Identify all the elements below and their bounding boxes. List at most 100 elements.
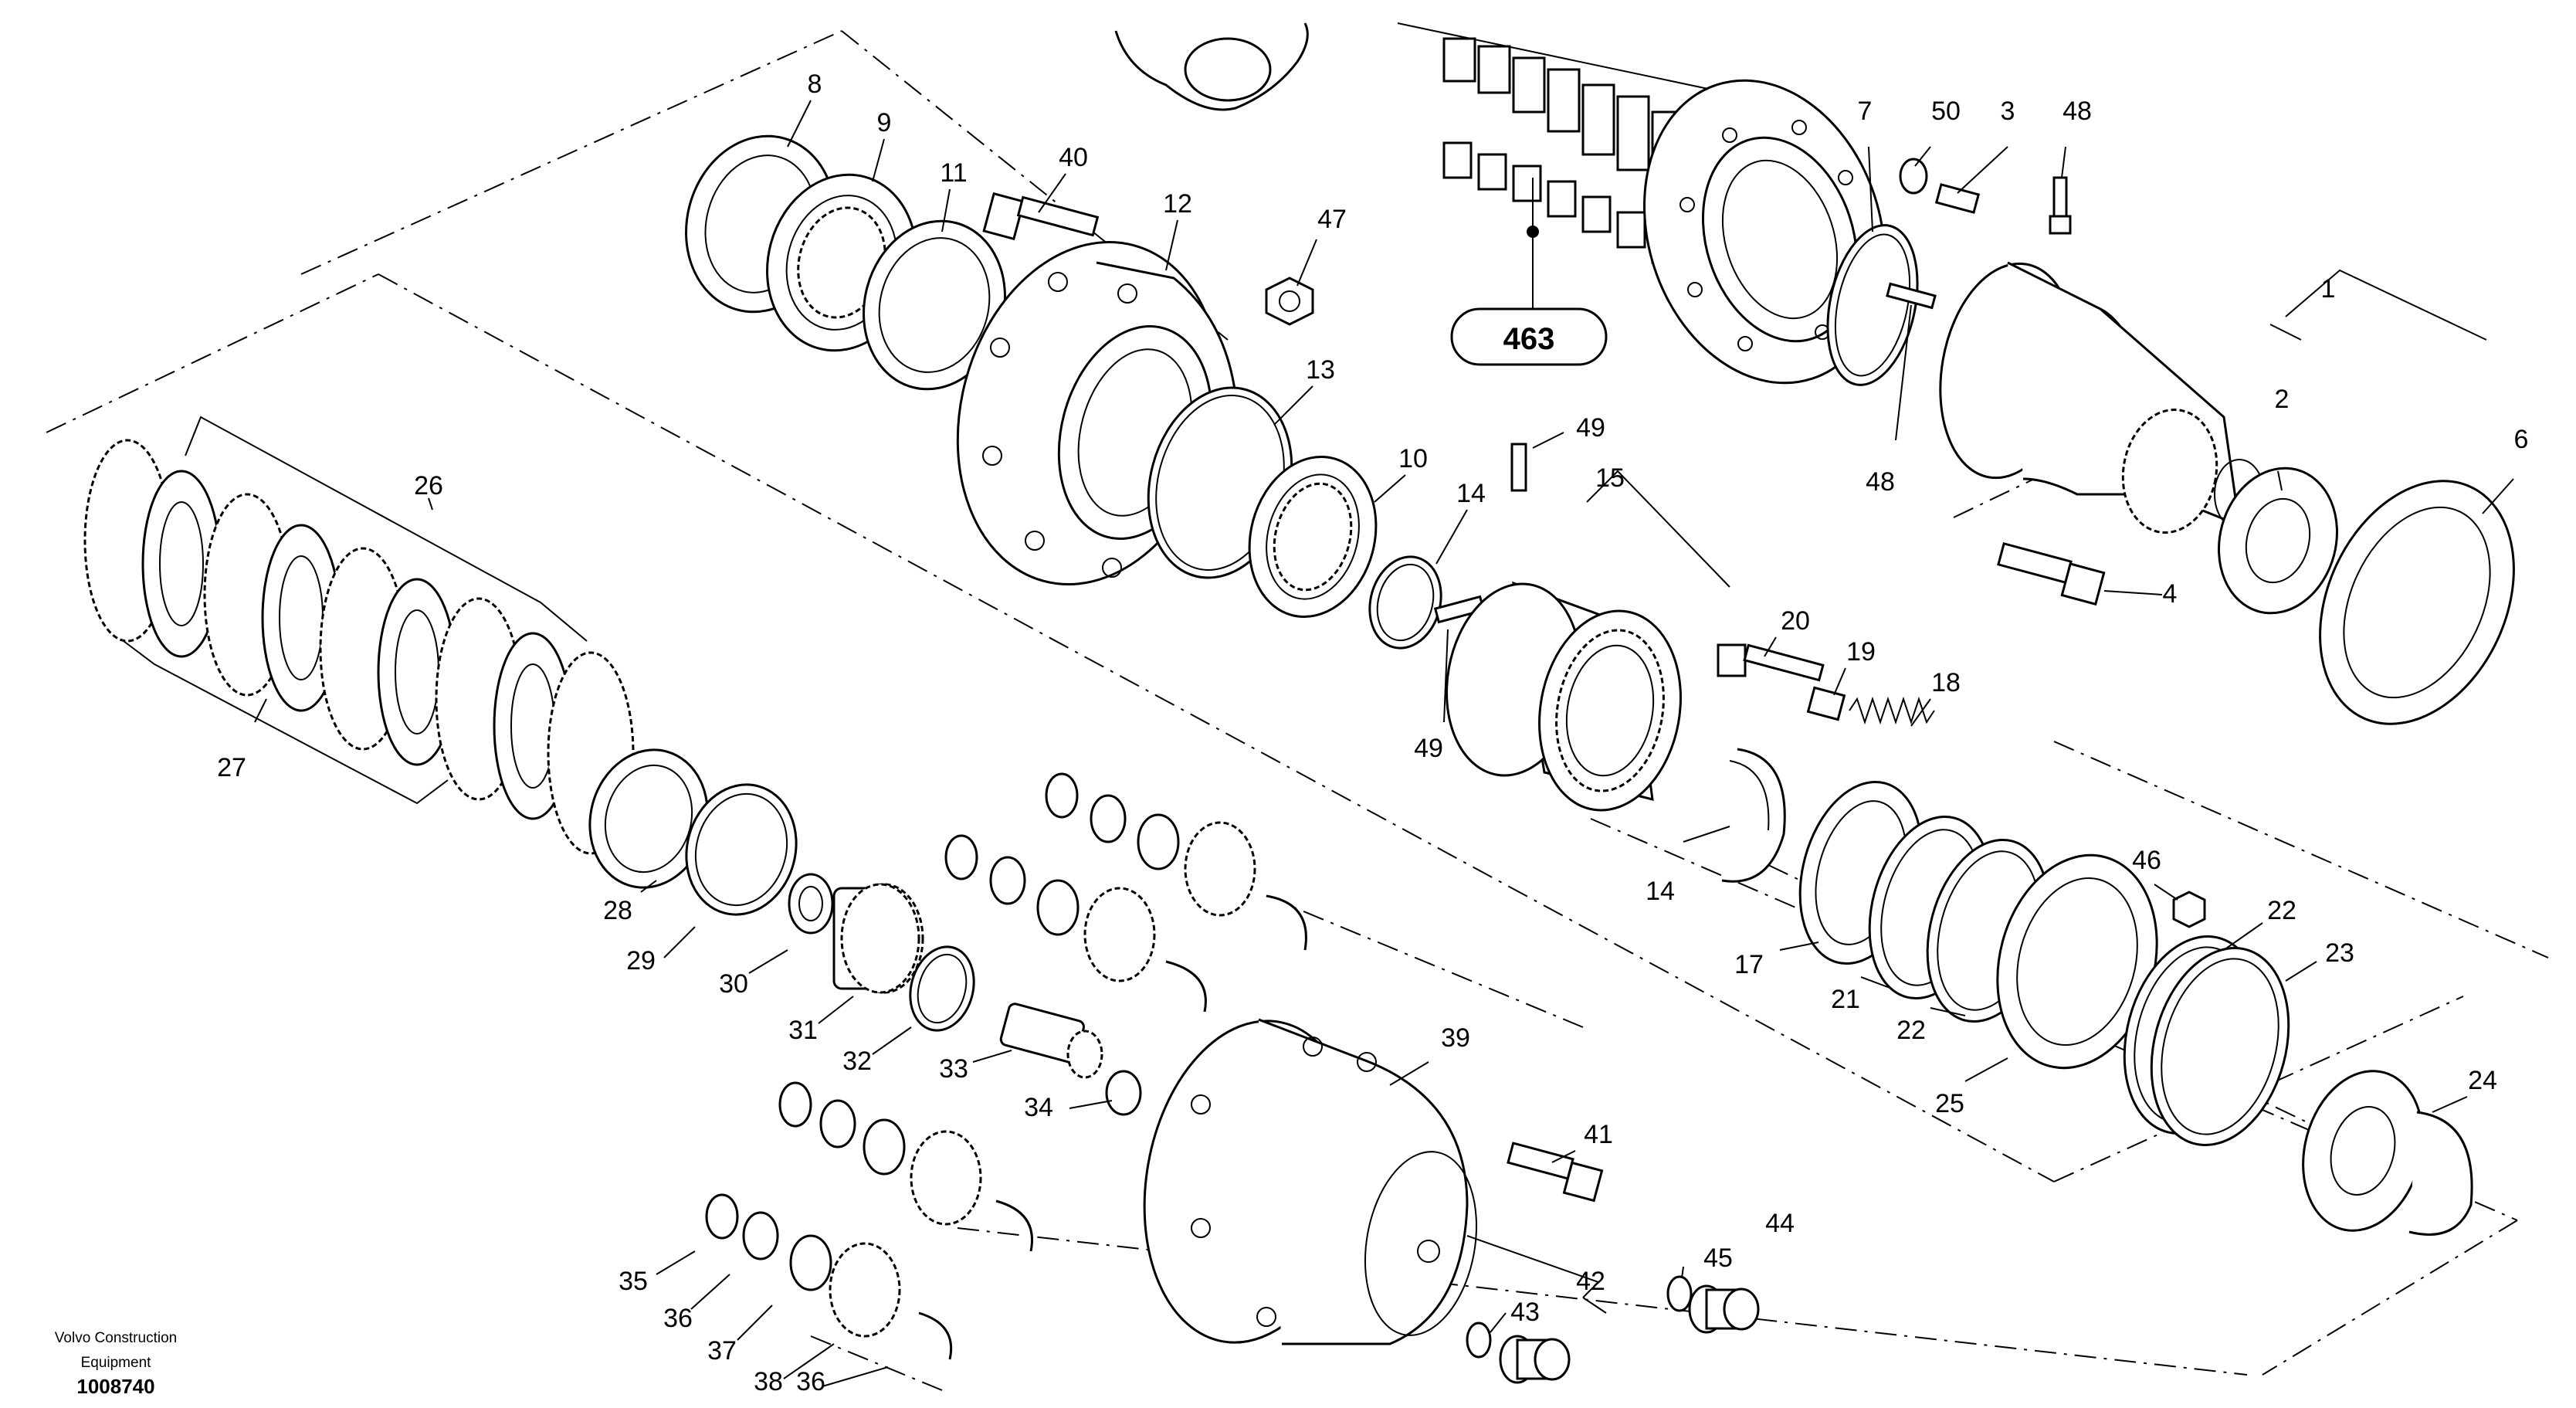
callout-21: 21 xyxy=(1831,985,1860,1014)
callout-8: 8 xyxy=(808,70,822,99)
part-40-bolt xyxy=(982,192,1100,241)
part-50-seal-ring xyxy=(1899,158,1928,195)
publisher-line-1: Volvo Construction xyxy=(55,1330,177,1346)
part-28-shim xyxy=(588,748,709,889)
callout-48-lower: 48 xyxy=(1866,467,1895,497)
callout-14-upper: 14 xyxy=(1456,479,1486,508)
callout-24: 24 xyxy=(2468,1066,2497,1095)
callout-30: 30 xyxy=(719,969,748,999)
callout-3: 3 xyxy=(2001,97,2015,126)
callout-1: 1 xyxy=(2321,274,2336,304)
part-49-screw-upper xyxy=(1510,443,1527,492)
callout-18: 18 xyxy=(1931,668,1961,697)
figure-number: 1008740 xyxy=(76,1375,154,1398)
part-6-seal xyxy=(2319,480,2515,725)
planet-gear-set-lower xyxy=(778,1081,1033,1252)
callout-15: 15 xyxy=(1595,463,1625,493)
planet-gear-set-bottom xyxy=(705,1193,953,1360)
part-31-sun-gear xyxy=(832,883,924,994)
callout-47: 47 xyxy=(1317,205,1347,234)
callout-12: 12 xyxy=(1163,189,1192,219)
part-29-snap-ring xyxy=(685,783,798,916)
leader-lines xyxy=(254,100,2514,1387)
part-4-bolt xyxy=(1997,541,2106,606)
planet-gear-set-top xyxy=(1045,772,1307,951)
callout-43: 43 xyxy=(1510,1298,1540,1327)
publisher-line-2: Equipment xyxy=(81,1355,152,1371)
callout-37: 37 xyxy=(707,1336,737,1366)
part-30-washer xyxy=(788,873,834,935)
callout-29: 29 xyxy=(626,946,656,975)
part-42-plug xyxy=(1499,1335,1571,1384)
callout-labels: 1 2 3 4 6 7 8 9 10 11 12 13 14 14 15 17 … xyxy=(217,70,2528,1396)
callout-38: 38 xyxy=(754,1367,783,1396)
part-48-screw-lower xyxy=(1886,282,1937,310)
callout-17: 17 xyxy=(1734,950,1764,979)
callout-19: 19 xyxy=(1846,637,1876,667)
part-46-nut xyxy=(2172,891,2206,928)
callout-20: 20 xyxy=(1781,606,1810,636)
part-2-lock-nut xyxy=(2217,467,2339,615)
callout-13: 13 xyxy=(1306,355,1335,385)
part-19-bushing xyxy=(1806,686,1846,721)
part-14-snap-ring-lower xyxy=(1721,748,1786,883)
part-14-snap-ring-upper xyxy=(1368,555,1442,650)
callout-44: 44 xyxy=(1765,1209,1795,1238)
part-1-spindle xyxy=(1939,261,2265,534)
reference-number: 463 xyxy=(1503,322,1555,356)
callout-33: 33 xyxy=(939,1054,968,1084)
part-7-snap-ring xyxy=(1826,224,1919,386)
publisher-block: Volvo Construction Equipment 1008740 xyxy=(55,1330,177,1398)
callout-49-upper: 49 xyxy=(1576,413,1605,443)
callout-42: 42 xyxy=(1576,1267,1605,1296)
part-32-snap-ring xyxy=(909,945,975,1032)
part-15-ring-gear-hub xyxy=(1446,581,1682,812)
part-24-snap-ring xyxy=(2408,1111,2473,1236)
callout-10: 10 xyxy=(1398,444,1428,473)
planet-gear-set-middle xyxy=(944,834,1207,1013)
callout-11: 11 xyxy=(940,158,967,188)
part-26-bracket xyxy=(185,416,588,642)
part-43-seal xyxy=(1466,1321,1492,1359)
part-20-bolt xyxy=(1717,643,1825,682)
callout-23: 23 xyxy=(2325,938,2354,968)
part-34-lock-washer xyxy=(1105,1070,1142,1116)
callout-31: 31 xyxy=(788,1016,818,1045)
part-33-shaft xyxy=(999,1003,1103,1079)
callout-40: 40 xyxy=(1059,143,1088,172)
callout-35: 35 xyxy=(619,1267,648,1296)
callout-41: 41 xyxy=(1584,1120,1613,1149)
callout-9: 9 xyxy=(877,108,892,137)
callout-45: 45 xyxy=(1703,1243,1733,1273)
callout-22-right: 22 xyxy=(2267,896,2296,925)
callout-46: 46 xyxy=(2132,846,2161,875)
callout-36-upper: 36 xyxy=(663,1304,693,1333)
part-39-planet-carrier xyxy=(1143,1018,1478,1345)
part-41-bolt xyxy=(1507,1142,1604,1203)
callout-34: 34 xyxy=(1024,1093,1053,1122)
callout-25: 25 xyxy=(1935,1089,1964,1118)
part-23-seal xyxy=(2150,947,2290,1146)
axle-housing xyxy=(1114,22,1886,385)
callout-36-lower: 36 xyxy=(796,1367,825,1396)
part-45-seal xyxy=(1666,1275,1693,1312)
callout-28: 28 xyxy=(603,896,632,925)
callout-32: 32 xyxy=(842,1047,872,1076)
part-10-bearing xyxy=(1248,455,1378,619)
callout-6: 6 xyxy=(2514,425,2529,454)
callout-27: 27 xyxy=(217,753,246,782)
callout-7: 7 xyxy=(1858,97,1873,126)
callout-49-lower: 49 xyxy=(1414,734,1443,763)
part-18-spring xyxy=(1849,696,1935,725)
callout-39: 39 xyxy=(1441,1023,1470,1053)
callout-48-upper: 48 xyxy=(2062,97,2092,126)
part-27-bracket xyxy=(123,640,449,805)
callout-2: 2 xyxy=(2275,385,2290,414)
part-48-screw-upper xyxy=(2049,176,2072,235)
part-47-nut xyxy=(1265,277,1314,326)
part-44-plug xyxy=(1688,1284,1760,1334)
callout-4: 4 xyxy=(2163,579,2178,609)
callout-50: 50 xyxy=(1931,97,1961,126)
callout-26: 26 xyxy=(414,471,443,500)
